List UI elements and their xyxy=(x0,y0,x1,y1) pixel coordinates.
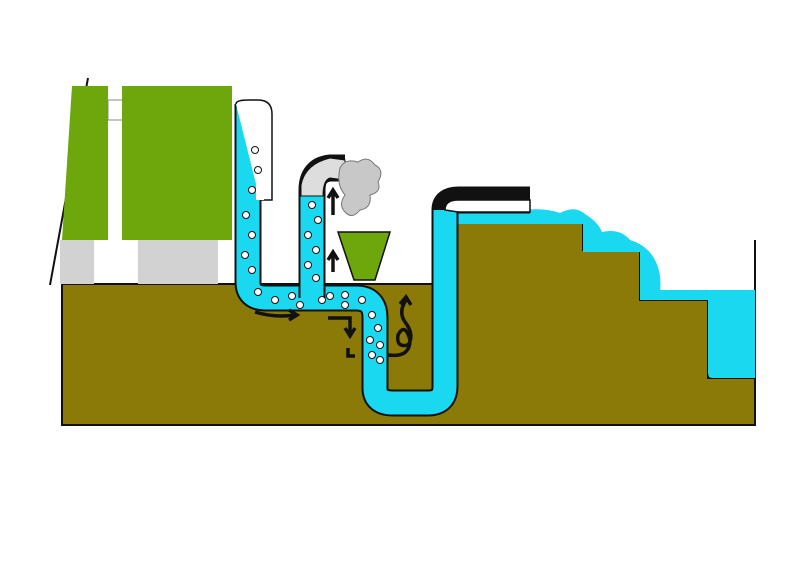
air-bubbles xyxy=(241,146,384,364)
bubble xyxy=(254,166,262,174)
bubble xyxy=(374,324,382,332)
bubble xyxy=(242,211,250,219)
bubble xyxy=(296,301,304,309)
smoke-pipe xyxy=(298,154,346,298)
bubble xyxy=(314,216,322,224)
bubble xyxy=(326,292,334,300)
bubble xyxy=(318,296,326,304)
building-left xyxy=(49,77,108,286)
arrow-up-icon xyxy=(326,248,340,272)
water-spill xyxy=(455,209,755,378)
building-main xyxy=(107,86,232,284)
bubble xyxy=(358,296,366,304)
bubble xyxy=(366,336,374,344)
bubble xyxy=(376,356,384,364)
bubble xyxy=(312,274,320,282)
flow-arrows xyxy=(254,186,413,358)
bubble xyxy=(241,251,249,259)
bubble xyxy=(304,231,312,239)
bubble xyxy=(304,261,312,269)
bubble xyxy=(248,186,256,194)
bubble xyxy=(254,288,262,296)
bubble xyxy=(368,351,376,359)
bubble xyxy=(312,246,320,254)
bubble xyxy=(248,231,256,239)
bubble xyxy=(288,292,296,300)
bubble xyxy=(341,301,349,309)
bubble xyxy=(341,291,349,299)
bubble xyxy=(308,201,316,209)
bubble xyxy=(376,341,384,349)
bubble xyxy=(368,311,376,319)
swirl-arrow-icon xyxy=(387,294,413,358)
bubble xyxy=(251,146,259,154)
arrow-right-icon xyxy=(254,308,301,322)
bubble xyxy=(271,296,279,304)
arrow-down-icon xyxy=(328,316,357,340)
arrow-up-icon xyxy=(326,186,340,215)
smoke-cloud-icon xyxy=(338,158,382,216)
bubble xyxy=(248,266,256,274)
arrow-bracket-icon xyxy=(346,348,355,358)
funnel xyxy=(336,231,392,281)
